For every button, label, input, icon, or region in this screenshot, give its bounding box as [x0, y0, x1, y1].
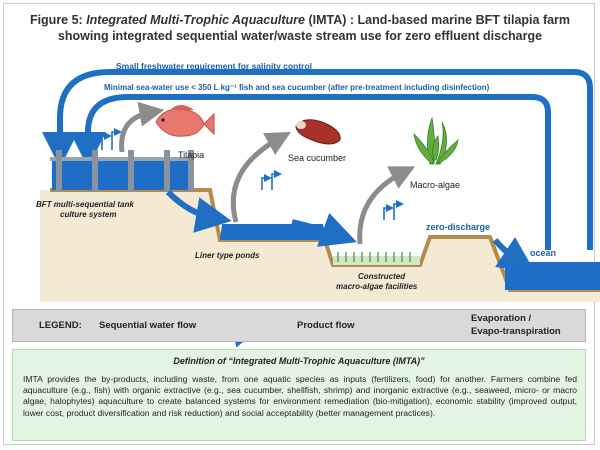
evaporation-icon-2: [261, 170, 282, 190]
evaporation-icon-1: [101, 128, 122, 150]
macro-algae-icon: [413, 116, 459, 165]
zero-discharge-label: zero-discharge: [426, 222, 491, 232]
legend-box: LEGEND: Sequential water flow Product fl…: [12, 309, 586, 342]
legend-product-flow-label: Product flow: [297, 320, 355, 331]
figure-title: Figure 5: Integrated Multi-Trophic Aquac…: [29, 13, 571, 43]
liner-ponds-label: Liner type ponds: [195, 251, 260, 260]
bft-label-line2: culture system: [60, 210, 117, 219]
liner-pond-water: [220, 224, 325, 240]
water-flow-arrow-1: [165, 189, 232, 233]
tilapia-label: Tilapia: [178, 150, 205, 160]
seawater-annotation: Minimal sea-water use < 350 L kg⁻¹ fish …: [104, 83, 490, 92]
product-arrow-macro-algae: [357, 166, 416, 245]
seawater-return-loop: [70, 94, 551, 250]
definition-title: Definition of “Integrated Multi-Trophic …: [173, 356, 425, 366]
definition-text: IMTA provides the by-products, including…: [23, 374, 577, 418]
water-flow-arrow-3: [492, 237, 535, 272]
product-arrow-sea-cucumber: [230, 131, 291, 223]
constructed-label-line2: macro-algae facilities: [336, 282, 418, 291]
ocean-water: [505, 262, 600, 290]
water-flow-arrow-2: [291, 212, 357, 247]
tilapia-icon: [155, 105, 215, 137]
macro-algae-basin: [333, 256, 420, 265]
sea-cucumber-label: Sea cucumber: [288, 153, 347, 163]
definition-box: Definition of “Integrated Multi-Trophic …: [12, 349, 586, 441]
freshwater-return-loop: [42, 69, 593, 250]
ocean-label: ocean: [530, 248, 557, 258]
freshwater-annotation: Small freshwater requirement for salinit…: [116, 61, 313, 71]
macro-algae-label: Macro-algae: [410, 180, 461, 190]
product-arrow-tilapia: [119, 101, 165, 153]
figure-frame: [3, 3, 595, 445]
bft-label-line1: BFT multi-sequential tank: [36, 200, 134, 209]
legend-evaporation-label-line2: Evapo-transpiration: [471, 326, 561, 337]
macro-algae-plants: [337, 252, 411, 262]
evaporation-icon-3: [383, 200, 404, 220]
sea-cucumber-icon: [295, 119, 341, 145]
legend-water-flow-label: Sequential water flow: [99, 320, 197, 331]
bft-tank-system: [50, 150, 194, 192]
legend-evaporation-label-line1: Evaporation /: [471, 313, 532, 324]
constructed-label-line1: Constructed: [358, 272, 406, 281]
legend-title: LEGEND:: [39, 320, 82, 331]
